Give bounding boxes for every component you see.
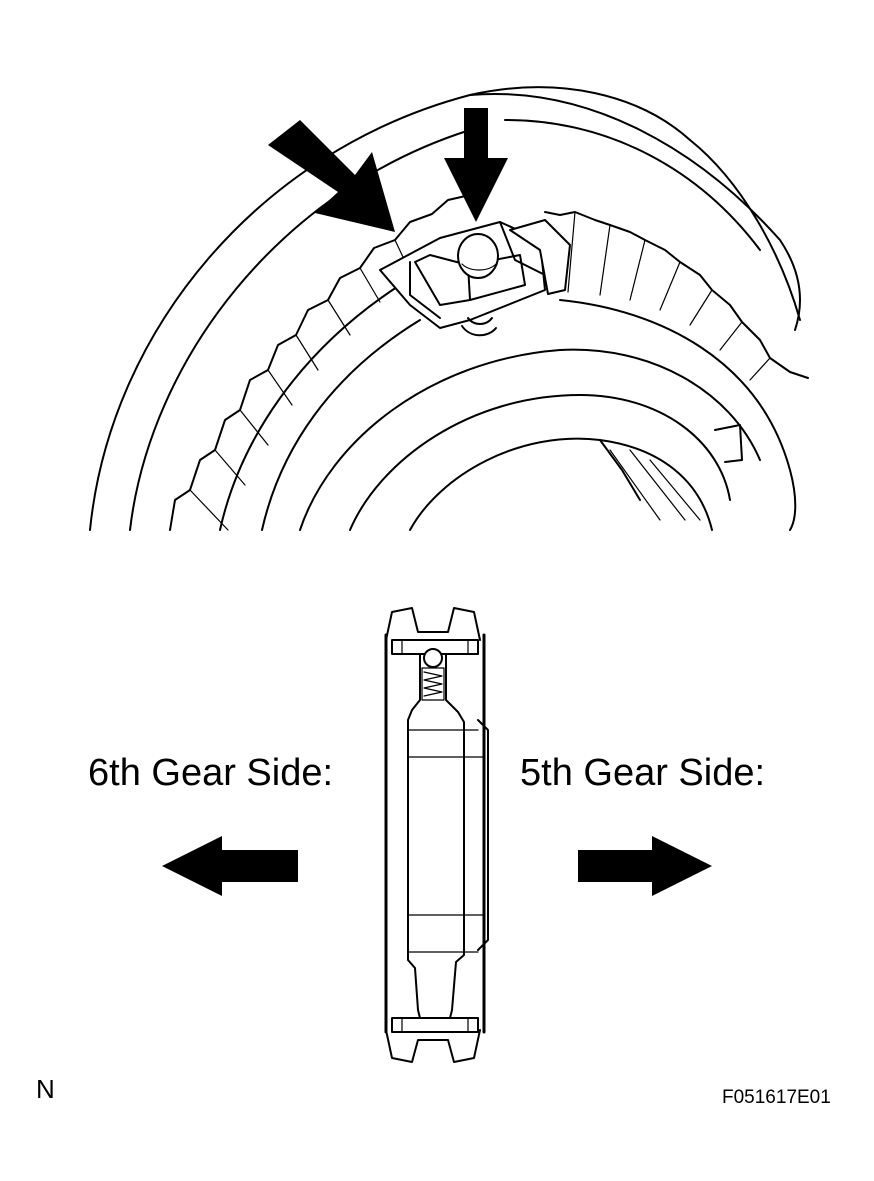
synchronizer-hub-illustration <box>89 86 809 531</box>
corner-letter: N <box>36 1074 55 1104</box>
arrow-down-icon <box>268 120 395 232</box>
arrow-down-icon <box>444 108 508 222</box>
arrow-left-icon <box>162 836 298 896</box>
sixth-gear-side-label: 6th Gear Side: <box>88 752 334 794</box>
arrow-right-icon <box>578 836 712 896</box>
hub-cross-section <box>384 607 489 1063</box>
figure-id: F051617E01 <box>722 1087 831 1108</box>
fifth-gear-side-label: 5th Gear Side: <box>520 752 766 794</box>
